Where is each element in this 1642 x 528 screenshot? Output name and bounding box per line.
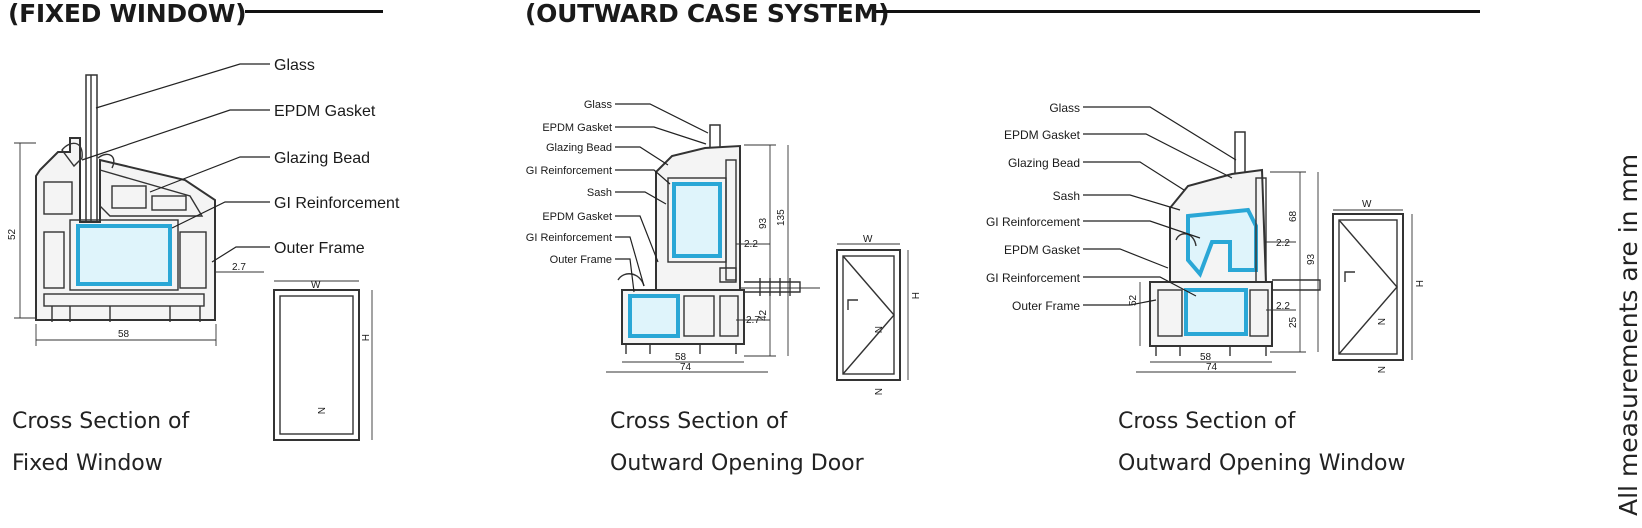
door-caption-line2: Outward Opening Door	[610, 451, 864, 476]
fixed-caption-line1: Cross Section of	[12, 409, 190, 434]
window-sketch-n2: N	[1375, 366, 1386, 373]
door-dim-gap-lower: 2.7	[746, 315, 760, 326]
door-sketch-n: N	[872, 326, 883, 333]
door-label-sash: Sash	[587, 187, 612, 199]
door-caption-line1: Cross Section of	[610, 409, 788, 434]
fixed-dim-height: 52	[7, 228, 18, 240]
window-sketch-w: W	[1362, 199, 1372, 210]
door-dim-upper: 93	[758, 217, 769, 229]
window-label-outer-frame: Outer Frame	[1012, 299, 1080, 313]
door-gi-reinforcement-upper	[672, 182, 722, 258]
window-gi-reinforcement-upper	[1186, 207, 1258, 278]
heading-rule-fixed	[245, 10, 383, 13]
fixed-window-section: 52 58 2.7 Glass EPDM Gasket Glazing Bead…	[7, 57, 400, 441]
window-dim-lower: 25	[1288, 316, 1299, 328]
window-label-epdm-gasket: EPDM Gasket	[1004, 128, 1081, 142]
door-label-epdm-gasket-2: EPDM Gasket	[542, 211, 612, 223]
door-dim-total: 135	[776, 209, 787, 226]
fixed-dim-gap: 2.7	[232, 262, 246, 273]
window-dim-total: 93	[1306, 253, 1317, 265]
fixed-dim-width: 58	[118, 329, 130, 340]
fixed-label-glass: Glass	[274, 57, 315, 74]
window-dim-w-inner: 58	[1200, 352, 1212, 363]
window-section: 68 25 93 52 2.2 2.2 58 74 Glass EPDM Gas…	[986, 101, 1424, 373]
door-dim-w-outer: 74	[680, 362, 692, 373]
door-dim-lower: 42	[758, 309, 769, 321]
window-label-sash: Sash	[1053, 189, 1080, 203]
window-label-glazing-bead: Glazing Bead	[1008, 156, 1080, 170]
door-label-glazing-bead: Glazing Bead	[546, 142, 612, 154]
window-label-gi-reinforcement: GI Reinforcement	[986, 215, 1081, 229]
window-dim-upper: 68	[1288, 210, 1299, 222]
heading-fixed-window: (FIXED WINDOW)	[8, 0, 247, 28]
fixed-sketch-h: H	[359, 334, 370, 341]
fixed-label-epdm-gasket: EPDM Gasket	[274, 103, 376, 120]
window-dim-gap-upper: 2.2	[1276, 238, 1290, 249]
window-sketch-n: N	[1375, 318, 1386, 325]
door-sketch-h: H	[909, 292, 920, 299]
window-sketch-h: H	[1413, 280, 1424, 287]
heading-outward-case-system: (OUTWARD CASE SYSTEM)	[525, 0, 890, 28]
window-dim-frame: 52	[1128, 294, 1139, 306]
door-label-gi-reinforcement: GI Reinforcement	[526, 165, 612, 177]
heading-rule-outward	[876, 10, 1480, 13]
door-dim-gap-upper: 2.2	[744, 239, 758, 250]
door-label-outer-frame: Outer Frame	[550, 254, 612, 266]
fixed-elevation-sketch	[273, 289, 360, 441]
window-label-glass: Glass	[1049, 101, 1080, 115]
window-caption-line2: Outward Opening Window	[1118, 451, 1406, 476]
door-elevation-sketch	[836, 249, 901, 381]
measurement-note: All measurements are in mm	[1614, 153, 1642, 516]
fixed-label-gi-reinforcement: GI Reinforcement	[274, 195, 400, 212]
window-label-gi-reinforcement-2: GI Reinforcement	[986, 271, 1081, 285]
door-section: 93 42 135 2.2 2.7 58 74 Glass EPDM Gaske…	[526, 99, 920, 395]
door-label-gi-reinforcement-2: GI Reinforcement	[526, 232, 612, 244]
window-label-epdm-gasket-2: EPDM Gasket	[1004, 243, 1081, 257]
window-dim-w-outer: 74	[1206, 362, 1218, 373]
door-sketch-w: W	[863, 234, 873, 245]
window-caption-line1: Cross Section of	[1118, 409, 1296, 434]
door-label-epdm-gasket: EPDM Gasket	[542, 122, 612, 134]
window-gi-reinforcement-lower	[1184, 288, 1248, 336]
fixed-label-outer-frame: Outer Frame	[274, 240, 365, 257]
door-gi-reinforcement-lower	[628, 294, 680, 338]
fixed-caption-line2: Fixed Window	[12, 451, 163, 476]
fixed-gi-reinforcement	[76, 224, 172, 286]
fixed-sketch-w: W	[311, 280, 321, 291]
door-dim-w-inner: 58	[675, 352, 687, 363]
window-elevation-sketch	[1332, 213, 1404, 361]
door-label-glass: Glass	[584, 99, 613, 111]
window-dim-gap-lower: 2.2	[1276, 301, 1290, 312]
fixed-label-glazing-bead: Glazing Bead	[274, 150, 370, 167]
fixed-sketch-n: N	[315, 407, 326, 414]
door-sketch-n2: N	[872, 388, 883, 395]
